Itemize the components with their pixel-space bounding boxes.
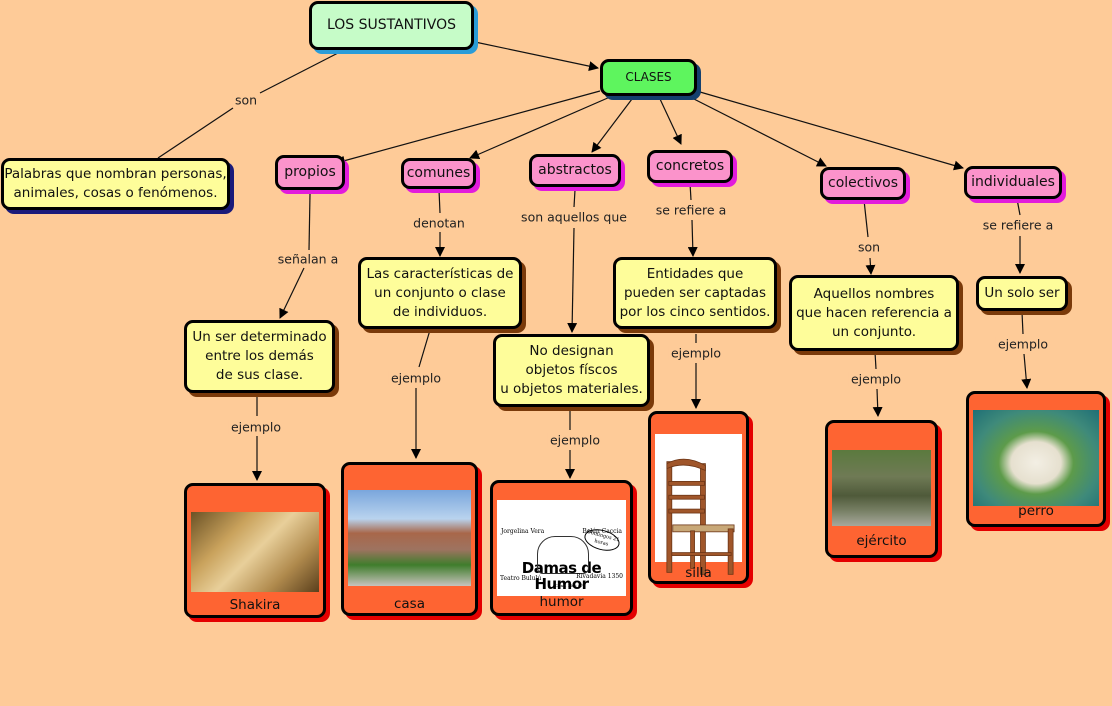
link-label-concretos: se refiere a (653, 202, 729, 218)
edge-classes-abstractos (591, 98, 633, 153)
shakira-image (191, 512, 319, 592)
edge-classes-comunes (469, 96, 611, 159)
example-caption: Shakira (229, 597, 281, 613)
example-card-perro[interactable]: perro (966, 391, 1106, 527)
example-card-humor[interactable]: Jorgelina Vera Belén Caccia Damas de Hum… (490, 480, 633, 616)
humor-poster-image: Jorgelina Vera Belén Caccia Damas de Hum… (497, 500, 626, 596)
link-label-ejemplo-comunes: ejemplo (388, 370, 444, 386)
example-caption: humor (539, 594, 584, 610)
edge-propios-def (279, 267, 305, 319)
concept-individuales-definition[interactable]: Un solo ser (976, 276, 1068, 311)
example-caption: perro (1018, 503, 1054, 519)
soldiers-image (832, 450, 931, 526)
edge-individuales-example-b (1021, 353, 1032, 389)
concept-comunes[interactable]: comunes (401, 158, 476, 189)
poster-right-name: Belén Caccia (582, 528, 622, 535)
edge-classes-colectivos (689, 96, 827, 167)
edge-concretos-label (689, 182, 692, 201)
edge-individuales-label (1016, 198, 1021, 216)
edge-colectivos-example-b (872, 388, 883, 417)
edge-root-classes (474, 41, 599, 72)
edge-abstractos-label (573, 189, 576, 208)
concept-colectivos-definition[interactable]: Aquellos nombres que hacen referencia a … (789, 275, 959, 351)
link-label-ejemplo-propios: ejemplo (228, 419, 284, 435)
link-label-individuales: se refiere a (980, 217, 1056, 233)
edge-concretos-def (687, 219, 698, 257)
edge-colectivos-def (865, 257, 876, 275)
edge-individuales-example-a (1021, 311, 1024, 335)
concept-colectivos[interactable]: colectivos (820, 167, 906, 200)
edge-colectivos-example-a (874, 351, 877, 370)
poster-address: Rivadavia 1350 (576, 573, 623, 580)
link-label-ejemplo-concretos: ejemplo (668, 345, 724, 361)
concept-propios-definition[interactable]: Un ser determinado entre los demás de su… (184, 320, 335, 393)
link-label-ejemplo-abstractos: ejemplo (547, 432, 603, 448)
poster-left-name: Jorgelina Vera (501, 528, 545, 535)
concept-definition[interactable]: Palabras que nombran personas, animales,… (1, 158, 230, 210)
house-image (348, 490, 471, 586)
example-card-silla[interactable]: silla (648, 411, 749, 584)
concept-concretos[interactable]: concretos (647, 150, 733, 183)
edge-classes-propios (335, 90, 601, 166)
concept-root[interactable]: LOS SUSTANTIVOS (309, 1, 474, 50)
link-label-abstractos: son aquellos que (519, 209, 629, 225)
example-caption: ejército (856, 533, 907, 549)
example-card-shakira[interactable]: Shakira (184, 483, 326, 618)
link-label-comunes: denotan (411, 215, 467, 231)
puppy-image (973, 410, 1099, 506)
edge-colectivos-label (863, 199, 869, 238)
edge-root-son (259, 52, 339, 94)
poster-fine-print: Conc. Mus $7 (555, 583, 583, 588)
poster-venue: Teatro Bululú (500, 575, 542, 582)
concept-abstractos-definition[interactable]: No designan objetos físcos u objetos mat… (493, 334, 650, 407)
edge-propios-label (308, 193, 311, 251)
example-card-ejercito[interactable]: ejército (825, 420, 938, 558)
concept-classes[interactable]: CLASES (600, 59, 697, 96)
link-label-ejemplo-colectivos: ejemplo (848, 371, 904, 387)
edge-comunes-label (438, 189, 441, 214)
chair-drawing (666, 458, 735, 575)
example-caption: silla (685, 565, 712, 581)
link-label-ejemplo-individuales: ejemplo (995, 336, 1051, 352)
link-label-propios: señalan a (275, 251, 341, 267)
link-label-son: son (232, 92, 260, 108)
chair-image (655, 434, 742, 575)
example-caption: casa (393, 596, 425, 612)
concept-individuales[interactable]: individuales (964, 166, 1062, 199)
example-card-casa[interactable]: casa (341, 462, 478, 616)
edge-son-definition (157, 107, 234, 159)
concept-abstractos[interactable]: abstractos (529, 154, 621, 187)
concept-concretos-definition[interactable]: Entidades que pueden ser captadas por lo… (613, 257, 777, 329)
link-label-colectivos: son (855, 239, 883, 255)
edge-classes-concretos (659, 98, 682, 145)
edge-classes-individuales (699, 91, 964, 171)
edge-abstractos-def (567, 227, 578, 333)
edge-comunes-example-a (418, 329, 431, 368)
concept-comunes-definition[interactable]: Las características de un conjunto o cla… (358, 257, 522, 329)
concept-propios[interactable]: propios (275, 155, 345, 190)
connection-lines (157, 41, 1032, 481)
poster-illustration (537, 536, 589, 574)
